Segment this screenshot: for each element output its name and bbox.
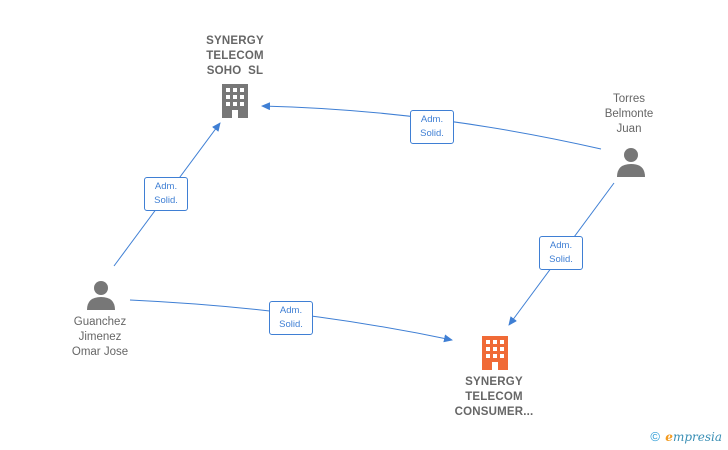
company-name-synergy-telecom-soho[interactable]: SYNERGY TELECOM SOHO SL <box>193 34 277 79</box>
edge-label-guanchez-to-consumer: Adm. Solid. <box>269 301 313 335</box>
building-icon[interactable] <box>222 84 248 118</box>
label-line: Omar Jose <box>71 346 129 358</box>
edge-label-line: Solid. <box>549 254 573 265</box>
label-line: CONSUMER... <box>454 406 534 418</box>
label-line: SYNERGY <box>465 376 523 388</box>
label-line: Belmonte <box>604 108 654 120</box>
company-name-synergy-telecom-consumer[interactable]: SYNERGY TELECOM CONSUMER... <box>444 375 544 420</box>
edge-label-line: Adm. <box>154 181 178 192</box>
brand-initial: e <box>665 430 673 444</box>
edge-label-line: Solid. <box>279 319 303 330</box>
edge-label-line: Adm. <box>549 240 573 251</box>
label-line: TELECOM <box>465 391 523 403</box>
person-icon[interactable] <box>617 148 645 177</box>
label-line: SYNERGY <box>206 35 264 47</box>
brand-name: mpresia <box>672 430 722 444</box>
person-icon[interactable] <box>87 281 115 310</box>
edge-label-line: Solid. <box>154 195 178 206</box>
edge-label-guanchez-to-soho: Adm. Solid. <box>144 177 188 211</box>
building-icon[interactable] <box>482 336 508 370</box>
copyright-icon: © <box>650 429 660 444</box>
person-name-torres-belmonte-juan[interactable]: Torres Belmonte Juan <box>594 92 664 137</box>
footer-brand[interactable]: © empresia <box>650 429 722 444</box>
person-name-guanchez-jimenez-omar-jose[interactable]: Guanchez Jimenez Omar Jose <box>58 315 142 360</box>
edge-label-torres-to-consumer: Adm. Solid. <box>539 236 583 270</box>
edge-label-line: Adm. <box>279 305 303 316</box>
edge-label-line: Solid. <box>420 128 444 139</box>
label-line: SOHO SL <box>206 65 264 77</box>
label-line: Guanchez <box>73 316 127 328</box>
label-line: Torres <box>613 93 645 105</box>
edge-label-torres-to-soho: Adm. Solid. <box>410 110 454 144</box>
edge-label-line: Adm. <box>420 114 444 125</box>
label-line: TELECOM <box>206 50 264 62</box>
label-line: Jimenez <box>78 331 122 343</box>
label-line: Juan <box>616 123 642 135</box>
